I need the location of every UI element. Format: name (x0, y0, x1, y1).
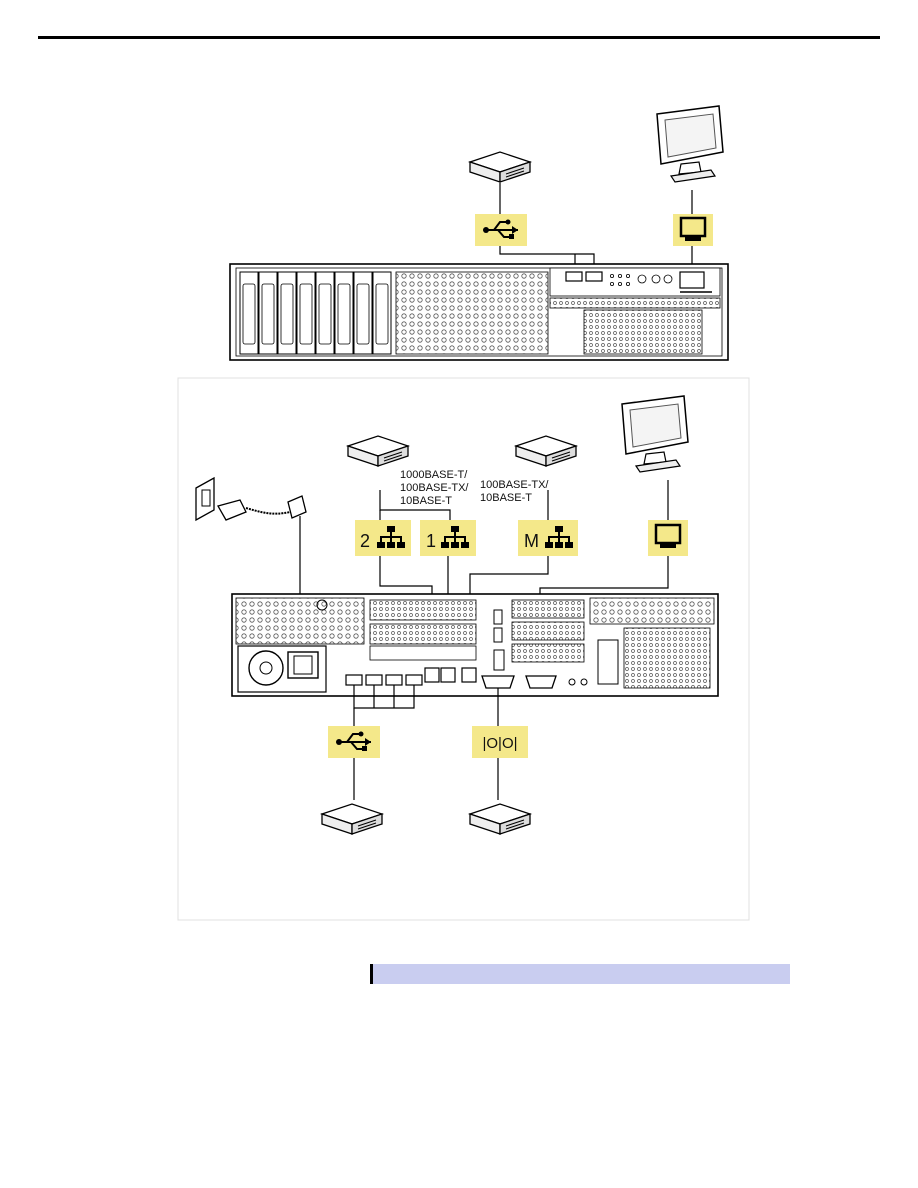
rear-monitor-icon (621, 395, 689, 473)
rear-display-icon (648, 520, 688, 556)
serial-symbol: |O|O| (482, 735, 517, 752)
lan-speed-label: 1000BASE-T/ 100BASE-TX/ 10BASE-T (400, 469, 472, 507)
mgmt-speed-label: 100BASE-TX/ 10BASE-T (480, 479, 552, 504)
rear-usb-device-icon (321, 803, 383, 835)
front-usb-port-1 (565, 271, 583, 282)
rear-usb-port-1 (345, 674, 363, 686)
rear-usb-port-2 (365, 674, 383, 686)
rear-panel-frame (177, 377, 750, 921)
management-lan-icon: M (518, 520, 578, 556)
usb-device-icon (469, 151, 531, 183)
serial-device-icon (469, 803, 531, 835)
power-outlet-icon (195, 476, 307, 522)
management-lan-port (461, 667, 477, 683)
server-front-chassis (229, 263, 729, 361)
serial-port (481, 675, 515, 689)
front-vga-port (679, 271, 705, 289)
monitor-icon (656, 105, 724, 183)
rear-usb-port-3 (385, 674, 403, 686)
top-rule (38, 36, 880, 39)
usb-icon (475, 214, 527, 246)
lan-1-label: 1 (426, 531, 436, 551)
display-icon (673, 214, 713, 246)
front-usb-port-2 (585, 271, 603, 282)
lan-2-icon: 2 (355, 520, 411, 556)
section-bar-mark (370, 964, 373, 984)
rear-usb-icon (328, 726, 380, 758)
lan-port-1 (440, 667, 456, 683)
rear-usb-port-4 (405, 674, 423, 686)
lan-device-icon (347, 435, 409, 467)
mgmt-label: M (524, 531, 539, 551)
front-view (229, 105, 729, 361)
lan-1-icon: 1 (420, 520, 476, 556)
server-rear-chassis (231, 593, 719, 697)
lan-2-label: 2 (360, 531, 370, 551)
section-bar (370, 964, 790, 984)
serial-icon: |O|O| (472, 726, 528, 758)
rear-view: 2 1 1000BASE-T/ 100BASE-TX/ 10BASE-T 100… (177, 377, 750, 921)
lan-port-2 (424, 667, 440, 683)
management-device-icon (515, 435, 577, 467)
rear-vga-port (525, 675, 557, 689)
